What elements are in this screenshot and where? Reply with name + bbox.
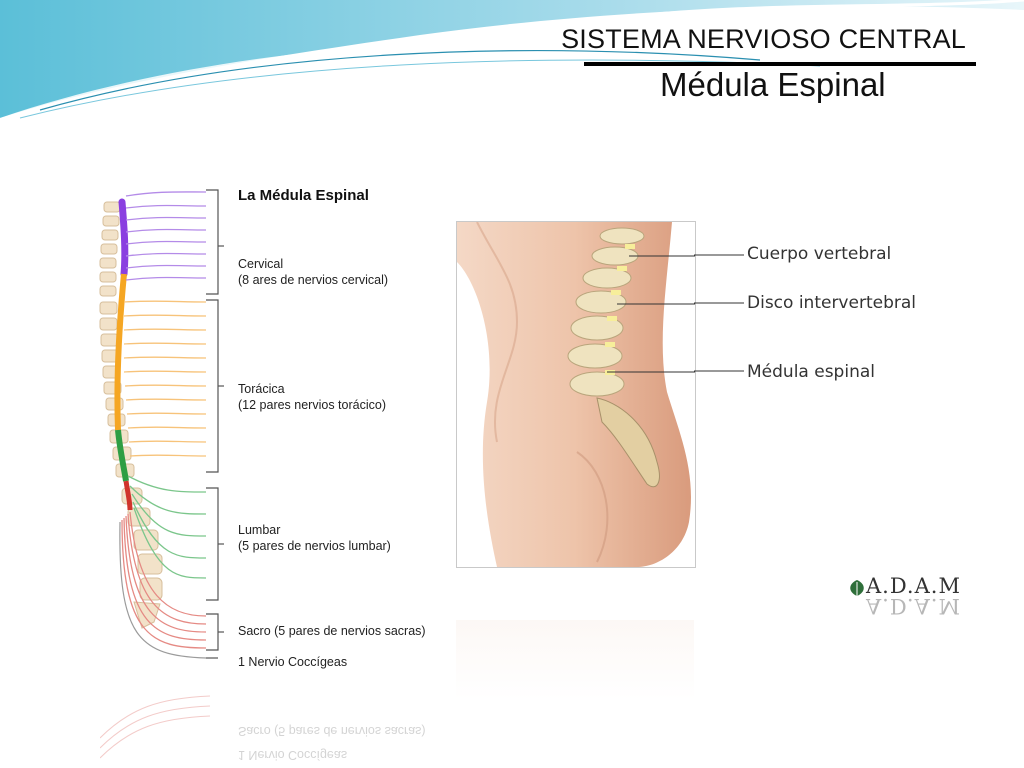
coccygeal-label: 1 Nervio Coccígeas: [238, 655, 348, 669]
reflection-coccygeal: 1 Nervio Coccígeas: [238, 748, 348, 762]
cervical-detail: (8 ares de nervios cervical): [238, 273, 389, 287]
sacral-label: Sacro (5 pares de nervios sacras): [238, 624, 426, 638]
callout-lines: [694, 254, 744, 372]
photo-reflection: [456, 620, 694, 700]
lumbar-spine-photo: [456, 221, 696, 568]
thoracic-name: Torácica: [238, 382, 285, 396]
lumbar-name: Lumbar: [238, 523, 281, 537]
title-underline: [584, 62, 976, 66]
callout-vertebral-body: Cuerpo vertebral: [747, 244, 892, 264]
slide-subtitle: Médula Espinal: [660, 66, 886, 103]
callout-intervertebral-disc: Disco intervertebral: [747, 293, 916, 313]
lumbar-detail: (5 pares de nervios lumbar): [238, 539, 391, 553]
adam-logo: A.D.A.M A.D.A.M: [846, 572, 964, 624]
thoracic-label: Torácica (12 pares nervios torácico): [238, 381, 386, 413]
leaf-icon: [850, 580, 864, 596]
reflection-sacral: Sacro (5 pares de nervios sacras): [238, 724, 426, 738]
header-swoosh-decoration: [0, 0, 1024, 125]
left-diagram-reflection: 1 Nervio Coccígeas Sacro (5 pares de ner…: [70, 678, 450, 768]
cervical-name: Cervical: [238, 257, 284, 271]
thoracic-detail: (12 pares nervios torácico): [238, 398, 386, 412]
callout-spinal-cord: Médula espinal: [747, 362, 875, 382]
diagram-heading: La Médula Espinal: [238, 187, 369, 204]
spine-illustration: [99, 189, 224, 659]
spinal-nerves-diagram: La Médula Espinal Cervical (8 ares de ne…: [98, 176, 438, 669]
logo-text: A.D.A.M: [866, 574, 961, 598]
slide-title: SISTEMA NERVIOSO CENTRAL: [561, 24, 966, 54]
reflection-nerves: [100, 695, 210, 759]
lumbar-label: Lumbar (5 pares de nervios lumbar): [238, 522, 391, 554]
torso-spine-illustration: [457, 222, 695, 567]
logo-reflection: A.D.A.M: [866, 594, 961, 618]
cervical-label: Cervical (8 ares de nervios cervical): [238, 256, 388, 288]
